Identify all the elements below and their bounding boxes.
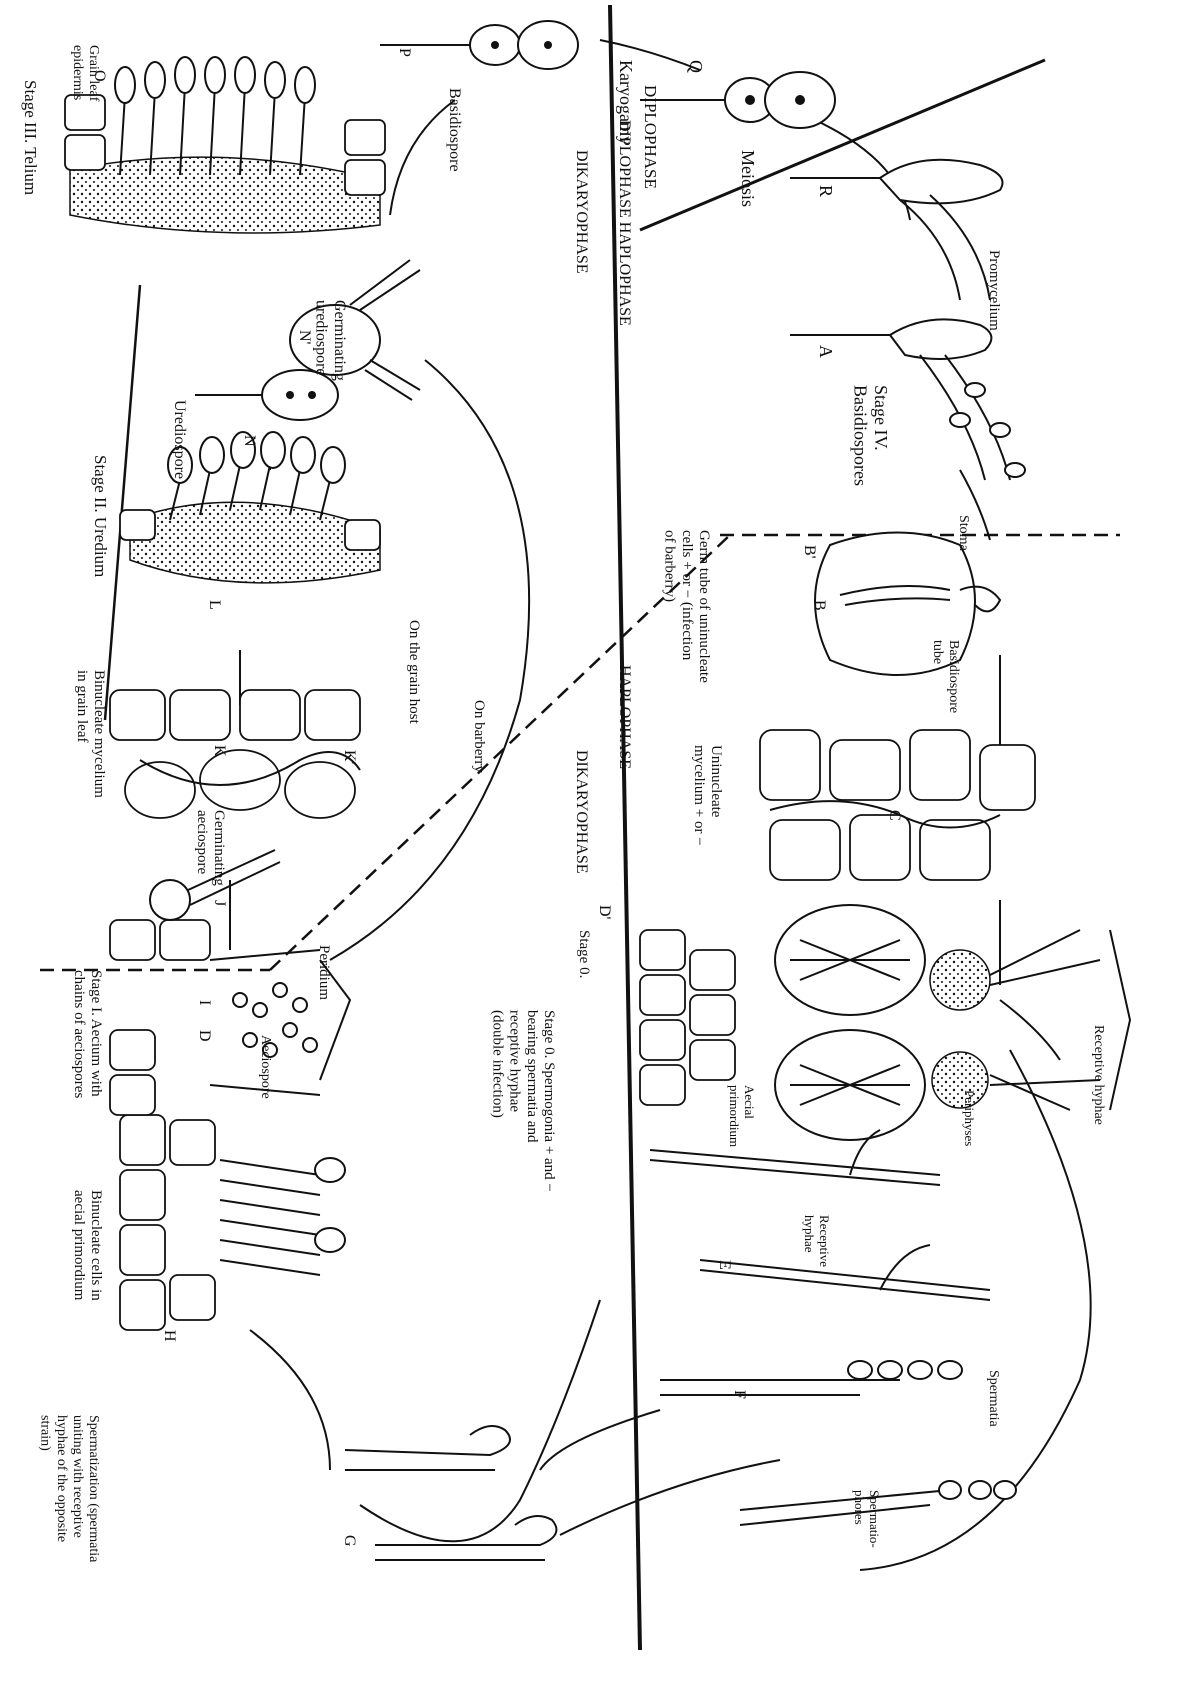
label-receptive-hyphae-mid: Receptivehyphae	[802, 1215, 832, 1267]
binucleate-mycelium-grain	[110, 690, 360, 818]
label-aeciospore: Aeciospore	[258, 1035, 273, 1099]
label-letter-kp: K'	[341, 750, 358, 765]
label-letter-l: L	[206, 600, 223, 610]
label-stage-ii: Stage II. Uredium	[91, 455, 110, 577]
label-letter-n: N	[241, 435, 258, 447]
label-letter-n1: N'	[296, 330, 313, 345]
label-letter-q: Q	[686, 60, 706, 73]
label-letter-b2: B'	[801, 545, 818, 559]
label-basidiospore-top: Basidiospore	[446, 88, 463, 172]
label-promycelium: Promycelium	[986, 250, 1002, 331]
teliospore-karyogamy	[640, 72, 835, 128]
basidium-with-basidiospores	[790, 319, 1025, 480]
label-letter-r: R	[816, 185, 836, 197]
label-peridium: Peridium	[316, 945, 332, 1000]
label-meiosis: Meiosis	[738, 150, 758, 207]
label-letter-p: P	[396, 48, 413, 57]
label-spermatia: Spermatia	[986, 1370, 1001, 1428]
label-binucleate-cells: Binucleate cells inaecial primordium	[71, 1190, 104, 1301]
label-binucleate-grain: Binucleate myceliumin grain leaf	[74, 670, 107, 798]
label-stage-i: Stage I. Aecium withchains of aeciospore…	[71, 970, 104, 1098]
barberry-leaf-infection	[815, 533, 1000, 676]
label-dikaryophase-mid: DIKARYOPHASE	[573, 750, 590, 874]
label-urediospore: Urediospore	[171, 400, 188, 479]
label-letter-c: C	[886, 810, 903, 821]
label-letter-g: G	[341, 1535, 358, 1547]
uredium-stage-ii	[120, 432, 380, 583]
label-stage-iv: Stage IV.Basidiospores	[850, 385, 891, 486]
label-stage-iii: Stage III. Telium	[21, 80, 40, 195]
label-spermatio: Spermatio-phores	[852, 1490, 882, 1548]
label-germ-tube: Germ tube of uninucleatecells + or − (in…	[662, 530, 713, 683]
label-letter-dp: D'	[596, 905, 613, 920]
spermogonia-stage-0	[640, 905, 1130, 1140]
cycle-arrows	[230, 40, 1091, 1570]
label-on-barberry: On barberry	[471, 700, 487, 773]
label-germinating-ured: Germinatingurediospore	[313, 300, 348, 381]
label-letter-k: K	[211, 745, 228, 757]
label-receptive: Receptive hyphae	[1091, 1025, 1106, 1125]
spermatization-hyphae	[345, 1426, 556, 1560]
aecial-primordium	[120, 1115, 345, 1330]
label-periphyses: Periphyses	[962, 1090, 977, 1146]
label-letter-d: D	[196, 1030, 213, 1042]
label-diplophase: DIPLOPHASE	[641, 85, 660, 189]
label-letter-b: B	[811, 600, 828, 611]
label-diplophase-line: DIPLOPHASE HAPLOPHASE	[616, 120, 633, 326]
label-haplophase-mid: HAPLOPHASE	[616, 665, 633, 769]
label-letter-h: H	[161, 1330, 178, 1342]
spermatia-chain	[660, 1361, 1016, 1525]
label-letter-j: J	[211, 900, 228, 906]
label-letter-f: F	[731, 1390, 748, 1399]
label-letter-a: A	[816, 345, 836, 358]
teliospore-top	[380, 21, 578, 69]
label-uninucleate: Uninucleatemycelium + or −	[691, 745, 724, 846]
label-stage-0: Stage 0.	[576, 930, 592, 978]
label-spermatization: Spermatization (spermatiauniting with re…	[38, 1415, 101, 1563]
promycelium-meiosis	[790, 160, 1003, 300]
label-stage-0-desc: Stage 0. Spermogonia + and −bearing sper…	[489, 1010, 557, 1192]
label-germ-aecio: Germinatingaeciospore	[194, 810, 227, 886]
label-stoma: Stoma	[956, 515, 971, 552]
label-basidio-tube: Basidiosporetube	[930, 640, 961, 713]
label-letter-e: E	[716, 1260, 733, 1270]
label-letter-o: O	[91, 70, 108, 82]
label-dikaryophase-top: DIKARYOPHASE	[573, 150, 590, 274]
label-letter-i: I	[196, 1000, 213, 1005]
uninucleate-mycelium	[760, 730, 1035, 880]
label-aecial-primordium: Aecialprimordium	[727, 1085, 757, 1147]
label-on-grain: On the grain host	[406, 620, 422, 725]
telium-stage-iii	[65, 57, 385, 233]
